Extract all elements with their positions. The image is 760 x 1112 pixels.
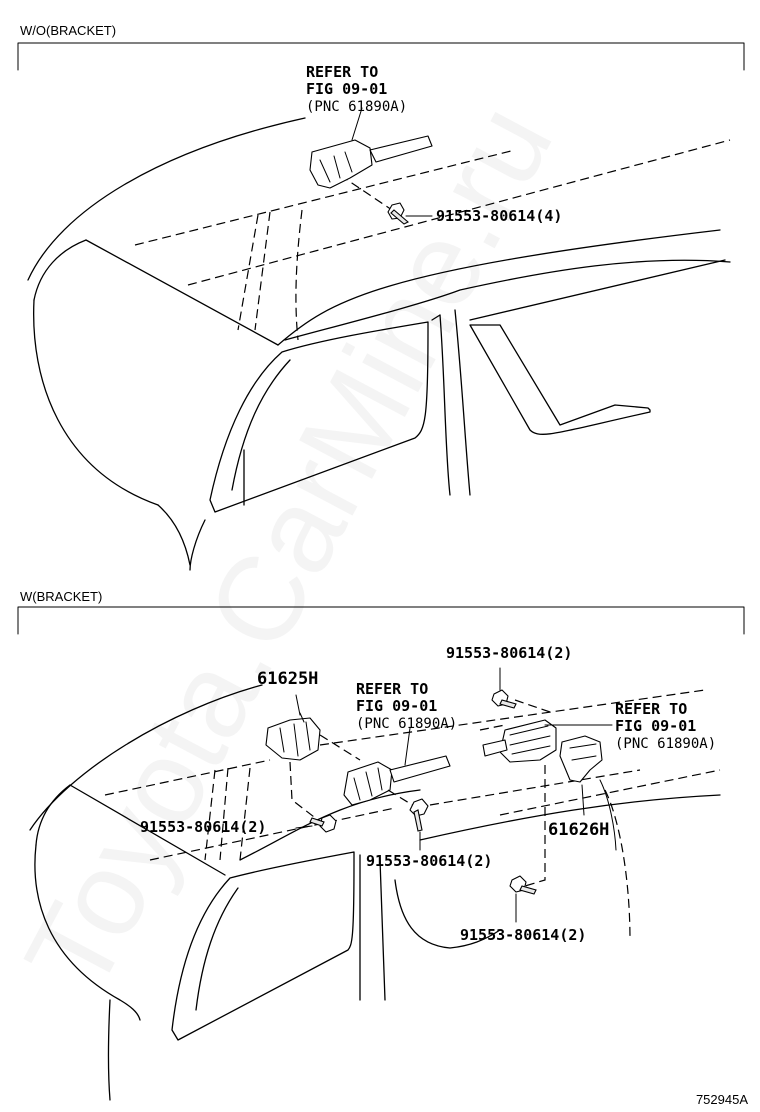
center-assembly [343, 727, 451, 851]
figure-number: 752945A [696, 1092, 748, 1107]
label-61626h: 61626H [548, 820, 609, 840]
vehicle-body-bottom [29, 684, 721, 1101]
section-title-top: W/O(BRACKET) [20, 23, 116, 38]
top-refer-line2: FIG 09-01 [306, 80, 387, 98]
bolt-top-icon [491, 689, 517, 709]
vehicle-body-top [27, 117, 731, 571]
bottom-left-refer-line1: REFER TO [356, 680, 428, 698]
label-61625h: 61625H [257, 669, 318, 689]
right-handle-icon [482, 739, 508, 757]
bottom-right-refer-line2: FIG 09-01 [615, 717, 696, 735]
section-frame-top [17, 42, 745, 71]
bolt-left-label: 91553-80614(2) [140, 818, 266, 836]
bolt-center-label: 91553-80614(2) [366, 852, 492, 870]
bottom-right-refer-line1: REFER TO [615, 700, 687, 718]
bolt-icon [387, 202, 409, 225]
bracket-61625h [265, 694, 361, 833]
handle-icon [369, 135, 433, 163]
top-bolt-label: 91553-80614(4) [436, 207, 562, 225]
bottom-left-refer-line2: FIG 09-01 [356, 697, 437, 715]
top-assembly [309, 107, 433, 225]
rack-clip-icon [309, 139, 373, 189]
bolt-left-icon [309, 814, 337, 833]
bracket-left-icon [265, 717, 321, 761]
bottom-right-refer-line3: (PNC 61890A) [615, 736, 716, 752]
bracket-61626h [479, 667, 613, 923]
section-frame-bottom [17, 606, 745, 635]
bolt-bottom-icon [509, 875, 537, 895]
bolt-center-icon [409, 798, 429, 832]
section-title-bottom: W(BRACKET) [20, 589, 102, 604]
top-refer-line3: (PNC 61890A) [306, 99, 407, 115]
center-clip-icon [343, 761, 393, 806]
bottom-left-refer-line3: (PNC 61890A) [356, 716, 457, 732]
top-refer-line1: REFER TO [306, 63, 378, 81]
bolt-bottom-label: 91553-80614(2) [460, 926, 586, 944]
bolt-top-label: 91553-80614(2) [446, 644, 572, 662]
center-handle-icon [389, 755, 451, 783]
